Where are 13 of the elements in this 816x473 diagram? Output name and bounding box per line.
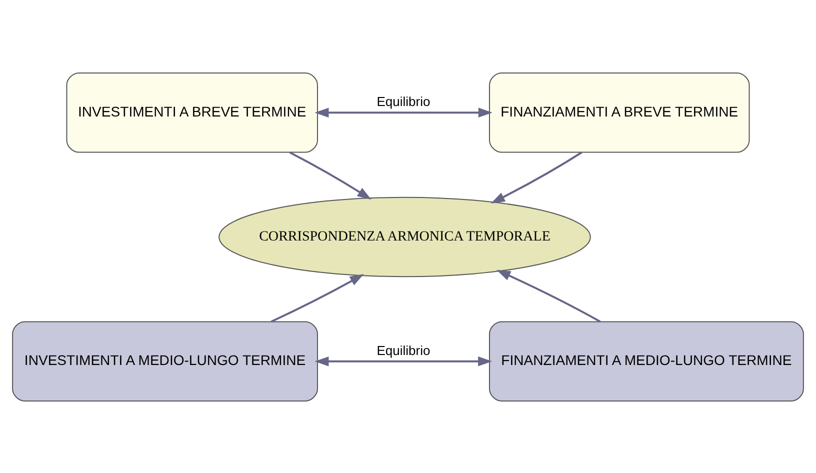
node-ellipse: CORRISPONDENZA ARMONICA TEMPORALE (218, 196, 591, 277)
arrow (490, 151, 582, 203)
node-box: FINANZIAMENTI A MEDIO-LUNGO TERMINE (489, 320, 804, 401)
node-box: INVESTIMENTI A BREVE TERMINE (66, 72, 318, 152)
node-box: INVESTIMENTI A MEDIO-LUNGO TERMINE (12, 320, 318, 401)
arrow (314, 107, 492, 118)
edge-label: Equilibrio (376, 94, 430, 109)
node-box: FINANZIAMENTI A BREVE TERMINE (489, 72, 750, 152)
arrow (314, 356, 492, 366)
arrow (289, 150, 372, 200)
edge-label: Equilibrio (376, 342, 430, 358)
arrow (270, 274, 364, 322)
arrow (496, 269, 601, 322)
